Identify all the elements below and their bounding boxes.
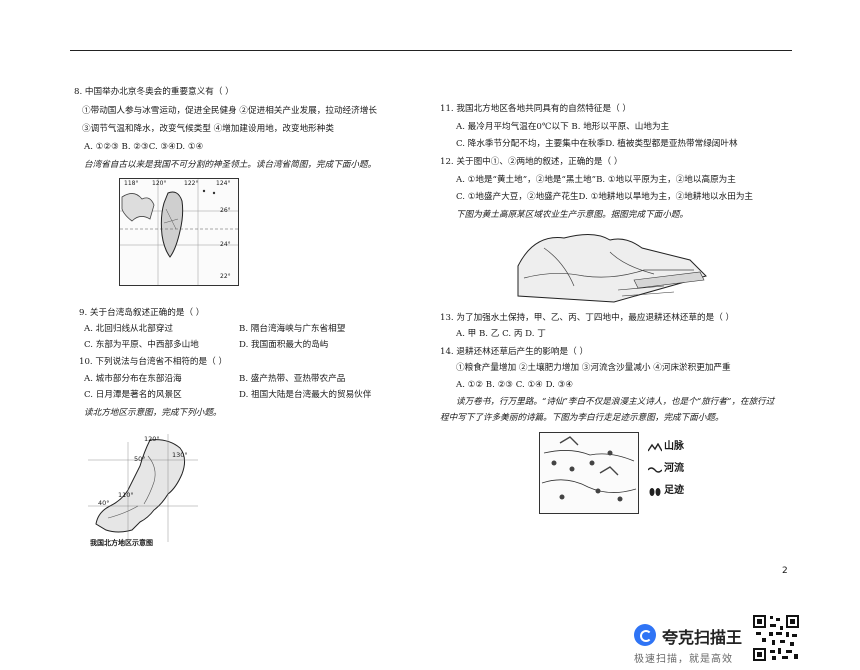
- taiwan-map-graphic: [120, 179, 238, 285]
- q12-options-cd: C. ①地盛产大豆，②地盛产花生D. ①地耕地以旱地为主，②地耕地以水田为主: [456, 192, 754, 202]
- legend-river-label: 河流: [664, 463, 684, 474]
- q10-option-d: D. 祖国大陆是台湾最大的贸易伙伴: [239, 390, 372, 400]
- loess-plateau-diagram: [514, 226, 710, 304]
- taiwan-lat-26: 26°: [220, 207, 231, 214]
- q10-option-b: B. 盛产热带、亚热带农产品: [239, 374, 346, 384]
- loess-plateau-graphic: [517, 234, 707, 303]
- page-number: 2: [782, 566, 788, 576]
- q9-option-c: C. 东部为平原、中西部多山地: [84, 340, 199, 350]
- q11-options-ab: A. 最冷月平均气温在0℃以下 B. 地形以平原、山地为主: [456, 122, 670, 132]
- libai-footprint-graphic: [541, 436, 637, 502]
- q8-options-row1: ①带动国人参与冰雪运动，促进全民健身 ②促进相关产业发展，拉动经济增长: [82, 106, 377, 116]
- q11-options-cd: C. 降水季节分配不均，主要集中在秋季D. 植被类型都是亚热带常绿阔叶林: [456, 139, 738, 149]
- libai-intro-line2: 程中写下了许多美丽的诗篇。下图为李白行走足迹示意图，完成下面小题。: [440, 413, 724, 423]
- taiwan-lat-24: 24°: [220, 241, 231, 248]
- north-map-label-40: 40°: [98, 499, 110, 507]
- footprint-legend-icon: [649, 488, 661, 496]
- taiwan-lon-118: 118°: [124, 180, 139, 187]
- north-map-caption: 我国北方地区示意图: [90, 539, 153, 547]
- q13-stem: 13. 为了加强水土保持，甲、乙、丙、丁四地中，最应退耕还林还草的是（ ）: [440, 313, 735, 323]
- qr-code-icon: [752, 614, 800, 662]
- north-map-label-120: 120°: [144, 435, 160, 443]
- taiwan-lon-124: 124°: [216, 180, 231, 187]
- libai-intro-line1: 读万卷书，行万里路。“诗仙”李白不仅是浪漫主义诗人，也是个“旅行者”，在旅行过: [456, 397, 775, 407]
- header-rule: [70, 50, 792, 51]
- libai-footprint-map: [539, 432, 639, 514]
- mountain-legend-icon: [648, 443, 662, 452]
- scanner-brand-name: 夸克扫描王: [662, 628, 743, 647]
- q9-option-a: A. 北回归线从北部穿过: [84, 324, 174, 334]
- north-map-label-110: 110°: [118, 491, 134, 499]
- north-intro: 读北方地区示意图，完成下列小题。: [84, 408, 222, 418]
- q11-stem: 11. 我国北方地区各地共同具有的自然特征是（ ）: [440, 104, 632, 114]
- q9-stem: 9. 关于台湾岛叙述正确的是（ ）: [79, 308, 205, 318]
- q9-option-d: D. 我国面积最大的岛屿: [239, 340, 329, 350]
- q10-option-a: A. 城市部分布在东部沿海: [84, 374, 182, 384]
- river-legend-icon: [648, 467, 662, 473]
- q13-choices: A. 甲 B. 乙 C. 丙 D. 丁: [456, 329, 546, 339]
- q14-stem: 14. 退耕还林还草后产生的影响是（ ）: [440, 347, 589, 357]
- taiwan-map: 118° 120° 122° 124° 26° 24° 22°: [119, 178, 239, 286]
- q9-option-b: B. 隔台湾海峡与广东省相望: [239, 324, 346, 334]
- scanner-logo-icon: [634, 624, 656, 646]
- q14-options: ①粮食产量增加 ②土壤肥力增加 ③河流含沙量减小 ④河床淤积更加严重: [456, 363, 731, 373]
- north-region-map: 120° 50° 130° 40° 110° 我国北方地区示意图: [88, 434, 198, 554]
- taiwan-lon-120: 120°: [152, 180, 167, 187]
- legend-footprint-label: 足迹: [664, 485, 684, 496]
- q8-choices: A. ①②③ B. ②③C. ③④D. ①④: [84, 142, 204, 152]
- loess-intro: 下图为黄土高原某区域农业生产示意图。据图完成下面小题。: [456, 210, 689, 220]
- scanner-brand-slogan: 极速扫描，就是高效: [634, 654, 733, 665]
- scanner-brand-watermark: 夸克扫描王 极速扫描，就是高效: [634, 618, 754, 666]
- q8-options-row2: ③调节气温和降水，改变气候类型 ④增加建设用地，改变地形种类: [82, 124, 334, 134]
- north-map-label-130: 130°: [172, 451, 188, 459]
- taiwan-lat-22: 22°: [220, 273, 231, 280]
- q14-choices: A. ①② B. ②③ C. ①④ D. ③④: [456, 380, 574, 390]
- taiwan-lon-122: 122°: [184, 180, 199, 187]
- q10-stem: 10. 下列说法与台湾省不相符的是（ ）: [79, 357, 228, 367]
- q12-stem: 12. 关于图中①、②两地的叙述，正确的是（ ）: [440, 157, 623, 167]
- legend-mountain-label: 山脉: [664, 441, 684, 452]
- libai-map-legend: 山脉 河流 足迹: [648, 440, 728, 504]
- taiwan-intro: 台湾省自古以来是我国不可分割的神圣领土。读台湾省简图，完成下面小题。: [84, 160, 377, 170]
- north-region-map-graphic: [88, 434, 198, 542]
- q10-option-c: C. 日月潭是著名的风景区: [84, 390, 182, 400]
- north-map-label-50: 50°: [134, 455, 146, 463]
- q8-stem: 8. 中国举办北京冬奥会的重要意义有（ ）: [74, 87, 234, 97]
- q12-options-ab: A. ①地是“黄土地”，②地是“黑土地”B. ①地以平原为主，②地以高原为主: [456, 175, 736, 185]
